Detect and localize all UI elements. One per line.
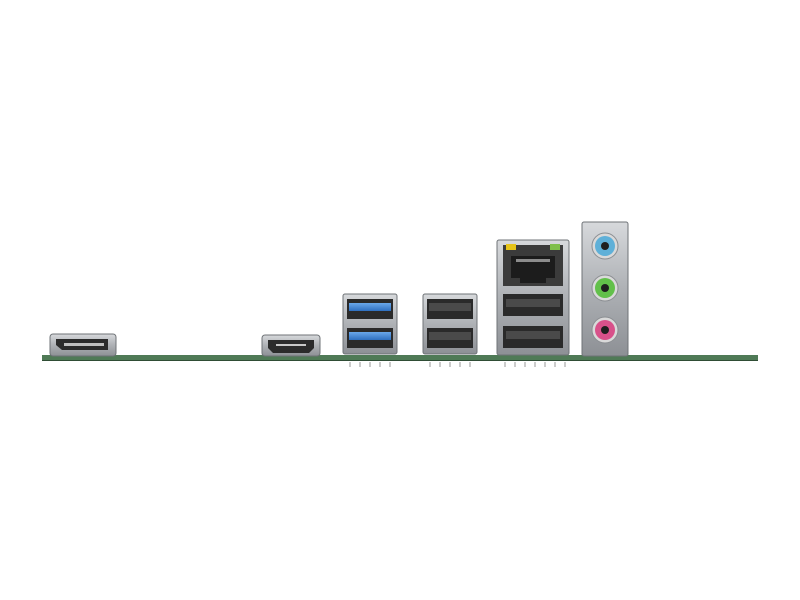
usb3-stack-icon [342,293,398,367]
lan-usb-stack-icon [496,239,570,367]
lan-led-green [550,244,560,250]
displayport-icon [49,333,117,357]
pcb-strip [42,355,758,360]
usb2-stack-icon [422,293,478,367]
lan-led-yellow [506,244,516,250]
hdmi-icon [261,334,321,357]
audio-jacks-icon [581,221,629,357]
pcb-board [42,355,758,361]
